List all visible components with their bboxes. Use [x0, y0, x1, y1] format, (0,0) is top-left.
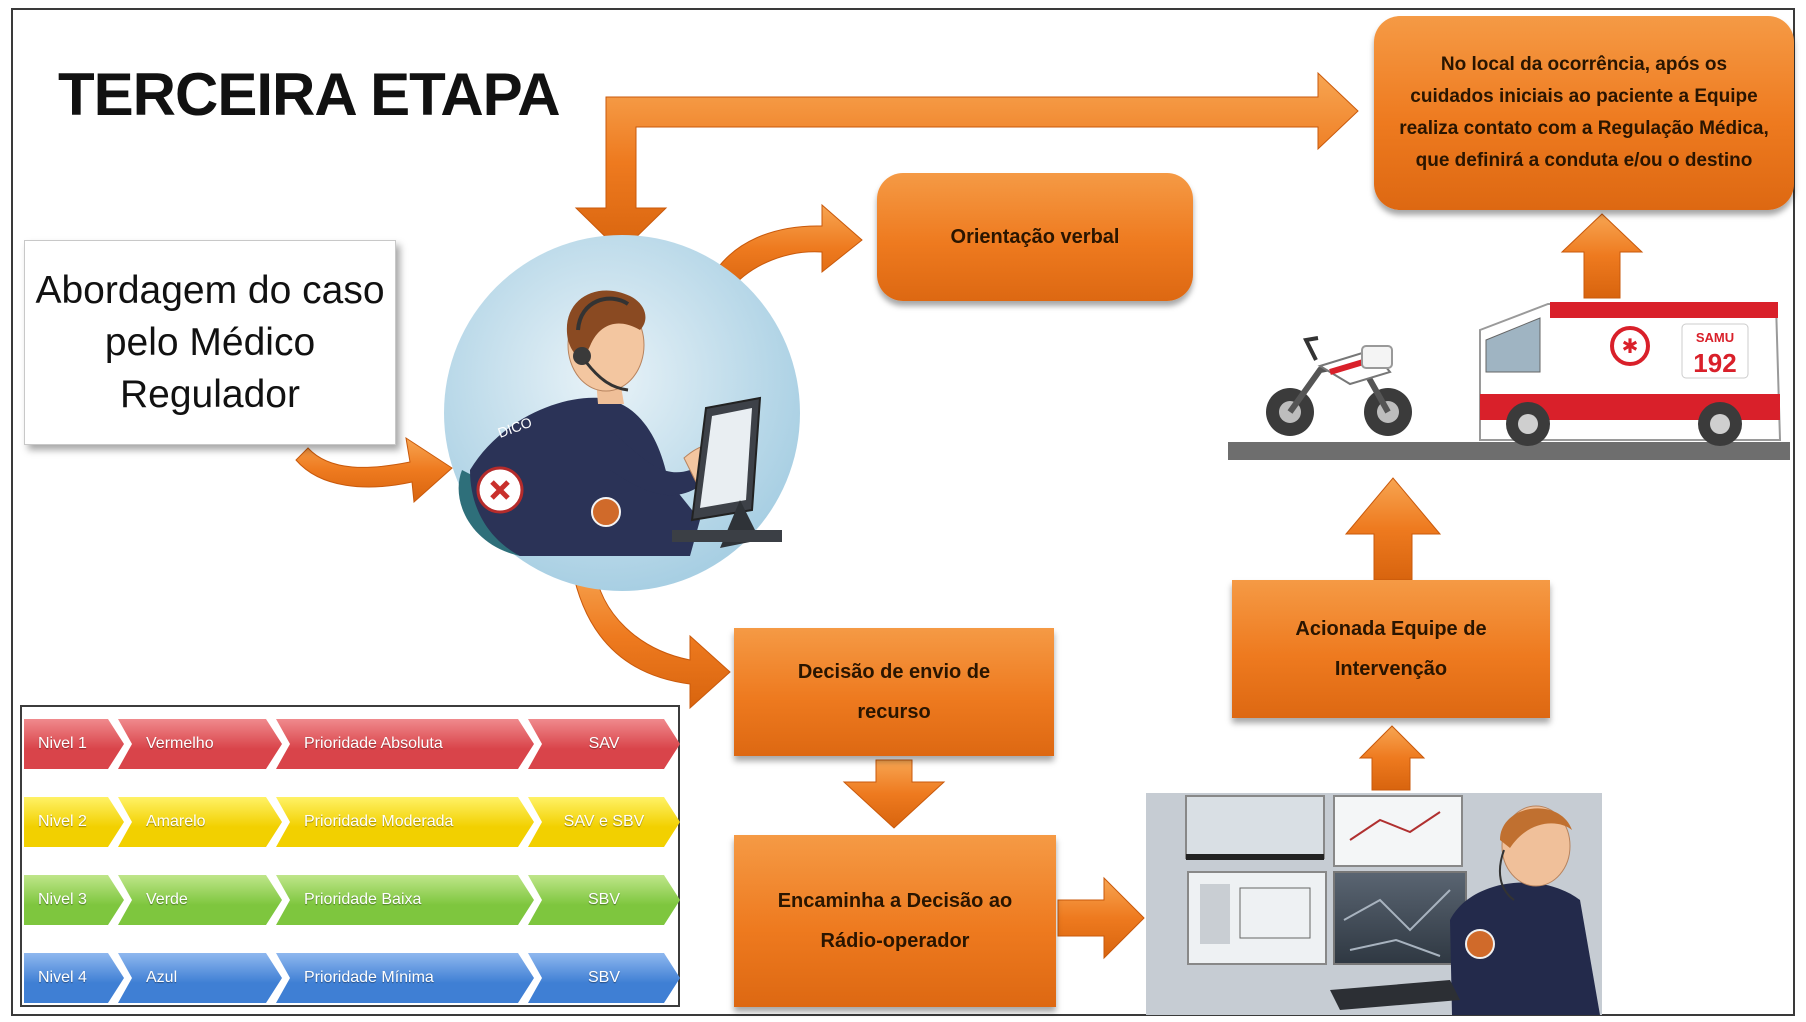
legend-nivel-text: Nivel 3	[38, 891, 87, 908]
legend-nivel-text: Nivel 1	[38, 735, 87, 752]
motorcycle-icon	[1266, 336, 1412, 436]
road	[1228, 442, 1790, 460]
legend-prioridade-cell: Prioridade Mínima	[276, 953, 534, 1003]
diagram-frame	[11, 8, 1795, 1016]
legend-suporte-cell: SBV	[528, 875, 680, 925]
legend-suporte-text: SAV e SBV	[563, 813, 645, 830]
legend-cor-text: Azul	[146, 969, 178, 986]
arrow-regulador-to-decisao	[571, 564, 731, 710]
legend-cor-cell: Vermelho	[118, 719, 282, 769]
legend-nivel-text: Nivel 2	[38, 813, 87, 830]
legend-suporte-cell: SBV	[528, 953, 680, 1003]
legend-suporte-text: SAV	[588, 735, 620, 752]
medico-regulador-illustration: DICO	[444, 235, 800, 591]
vehicles-illustration: ✱ SAMU 192	[1228, 302, 1790, 460]
legend-nivel-cell: Nivel 3	[24, 875, 124, 925]
legend-row: Nivel 1 Vermelho Prioridade Absoluta SAV	[22, 719, 682, 769]
acionada-equipe-box: Acionada Equipe de Intervenção	[1232, 580, 1550, 718]
legend-cor-cell: Azul	[118, 953, 282, 1003]
legend-cor-cell: Verde	[118, 875, 282, 925]
arrow-to-orientacao	[705, 203, 863, 293]
arrow-top-loop	[574, 71, 1359, 253]
ambulance-icon: ✱ SAMU 192	[1479, 302, 1782, 446]
arrow-encaminha-to-radio	[1057, 876, 1145, 960]
legend-nivel-cell: Nivel 2	[24, 797, 124, 847]
ambulance-number-text: 192	[1693, 348, 1736, 378]
legend-row: Nivel 3 Verde Prioridade Baixa SBV	[22, 875, 682, 925]
legend-suporte-text: SBV	[587, 969, 620, 986]
legend-row: Nivel 2 Amarelo Prioridade Moderada SAV e S…	[22, 797, 682, 847]
legend-prioridade-text: Prioridade Moderada	[304, 813, 454, 830]
legend-prioridade-cell: Prioridade Absoluta	[276, 719, 534, 769]
legend-cor-text: Amarelo	[146, 813, 206, 830]
arrow-decisao-to-encaminha	[842, 759, 946, 829]
legend-cor-text: Verde	[146, 891, 188, 908]
legend-cor-text: Vermelho	[146, 735, 214, 752]
abordagem-box: Abordagem do caso pelo Médico Regulador	[24, 240, 396, 445]
ambulance-brand-text: SAMU	[1696, 330, 1734, 345]
legend-suporte-cell: SAV e SBV	[528, 797, 680, 847]
legend-suporte-cell: SAV	[528, 719, 680, 769]
legend-prioridade-cell: Prioridade Moderada	[276, 797, 534, 847]
legend-prioridade-text: Prioridade Baixa	[304, 891, 422, 908]
radio-operador-illustration	[1146, 793, 1602, 1015]
legend-nivel-cell: Nivel 1	[24, 719, 124, 769]
arrow-vehicles-to-local	[1560, 213, 1644, 299]
legend-prioridade-cell: Prioridade Baixa	[276, 875, 534, 925]
legend-row: Nivel 4 Azul Prioridade Mínima SBV	[22, 953, 682, 1003]
orientacao-verbal-box: Orientação verbal	[877, 173, 1193, 301]
svg-text:✱: ✱	[1622, 336, 1639, 358]
arrow-acionada-to-vehicles	[1344, 477, 1442, 581]
local-ocorrencia-box: No local da ocorrência, após os cuidados…	[1374, 16, 1794, 210]
encaminha-decisao-box: Encaminha a Decisão ao Rádio-operador	[734, 835, 1056, 1007]
arrow-radio-to-acionada	[1358, 725, 1426, 791]
legend-nivel-cell: Nivel 4	[24, 953, 124, 1003]
legend-nivel-text: Nivel 4	[38, 969, 87, 986]
legend-prioridade-text: Prioridade Absoluta	[304, 735, 443, 752]
legend-prioridade-text: Prioridade Mínima	[304, 969, 434, 986]
legend-suporte-text: SBV	[587, 891, 620, 908]
page-title: TERCEIRA ETAPA	[58, 61, 561, 128]
arrow-abordagem-to-regulador	[295, 436, 453, 504]
decisao-envio-box: Decisão de envio de recurso	[734, 628, 1054, 756]
legend-cor-cell: Amarelo	[118, 797, 282, 847]
